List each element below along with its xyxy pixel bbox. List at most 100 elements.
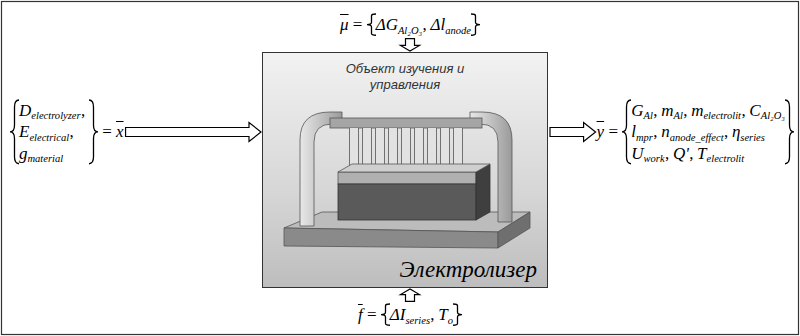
vector-symbol: x [116,121,124,142]
variable-symbol: ΔI [390,304,406,325]
subscript: Al₂O₃ [761,109,785,122]
variable-symbol: n [661,121,670,142]
box-caption: Объект изучения и управления [325,61,485,92]
set-suffix: =x [98,121,124,142]
subscript: series [740,131,765,144]
variable-symbol: C [749,100,760,121]
set-row: lmpr,nanode_effect,ηseries [631,121,785,142]
equals-sign: = [608,121,618,142]
brace [622,99,631,165]
variable-symbol: l [631,121,636,142]
equals-sign: = [353,14,363,35]
set-row: Eelectrical, [19,121,89,142]
set-prefix: y= [597,121,623,142]
subscript: work [644,152,665,165]
set-body: ΔGAl₂O₃,Δlanode [376,14,471,35]
variable-symbol: T [438,304,447,325]
brace-stroke [10,100,19,164]
brace [10,99,19,165]
subscript: Al [644,109,653,122]
brace [471,13,480,36]
set-prefix: μ= [340,14,367,35]
box-ground [262,52,548,288]
set-row: ΔIseries,To [390,304,453,325]
set-row: gmaterial [19,143,89,164]
set-body: Delectrolyzer,Eelectrical,gmaterial [19,100,89,164]
variable-symbol: D [19,100,31,121]
variable-symbol: U [631,143,643,164]
subscript: electrolit [703,109,741,122]
separator: , [665,143,669,164]
brace [381,303,390,326]
set-row: ΔGAl₂O₃,Δlanode [376,14,471,35]
subscript: anode [445,24,471,37]
brace-stroke [471,14,480,35]
subscript: electrolyzer [31,109,80,122]
brace [367,13,376,36]
separator: , [423,14,427,35]
variable-symbol: G [631,100,643,121]
block-arrow [126,123,261,142]
variable-symbol: g [19,143,28,164]
brace-stroke [367,14,376,35]
vector-symbol: f [358,304,363,325]
equals-sign: = [102,121,112,142]
brace [453,303,462,326]
set-row: Delectrolyzer, [19,100,89,121]
subscript: anode_effect [670,131,724,144]
separator: , [741,100,745,121]
subscript: electrical [29,131,69,144]
equals-sign: = [367,304,377,325]
block-arrow [550,123,596,142]
process-box: Объект изучения и управленияЭлектролизер [262,52,548,288]
set-row: Uwork,Q',Telectrolit [631,143,785,164]
subscript: o [448,314,453,327]
object-name: Электролизер [400,257,537,282]
separator: , [430,304,434,325]
separator: , [653,100,657,121]
brace [89,99,98,165]
set-prefix: f= [358,304,381,325]
separator: , [69,121,73,142]
brace [785,99,794,165]
variable-symbol: ΔG [376,14,398,35]
variable-symbol: m [661,100,673,121]
variable-set: Delectrolyzer,Eelectrical,gmaterial=x [10,99,124,165]
variable-symbol: m [691,100,703,121]
variable-symbol: Δl [431,14,446,35]
subscript: series [405,314,430,327]
brace-stroke [453,304,462,325]
set-row: GAl,mAl,melectrolit,CAl₂O₃ [631,100,785,121]
brace-stroke [785,100,794,164]
separator: , [724,121,728,142]
variable-set: f= ΔIseries,To [358,303,462,326]
set-body: ΔIseries,To [390,304,453,325]
subscript: mpr [636,131,653,144]
subscript: Al [673,109,682,122]
separator: , [653,121,657,142]
variable-symbol: T [697,143,706,164]
separator: , [81,100,85,121]
vector-symbol: y [597,121,605,142]
variable-set: y=GAl,mAl,melectrolit,CAl₂O₃lmpr,nanode_… [597,99,794,165]
set-body: GAl,mAl,melectrolit,CAl₂O₃lmpr,nanode_ef… [631,100,785,164]
brace-stroke [622,100,631,164]
subscript: electrolit [707,152,745,165]
subscript: Al₂O₃ [398,24,422,37]
electrolyzer-figure [284,112,530,248]
variable-symbol: Q' [673,143,689,164]
variable-symbol: η [732,121,740,142]
separator: , [683,100,687,121]
block-arrow [401,289,420,301]
brace-stroke [89,100,98,164]
subscript: material [28,152,64,165]
brace-stroke [381,304,390,325]
block-arrow [401,39,420,51]
variable-symbol: E [19,121,29,142]
separator: , [689,143,693,164]
vector-symbol: μ [340,14,349,35]
